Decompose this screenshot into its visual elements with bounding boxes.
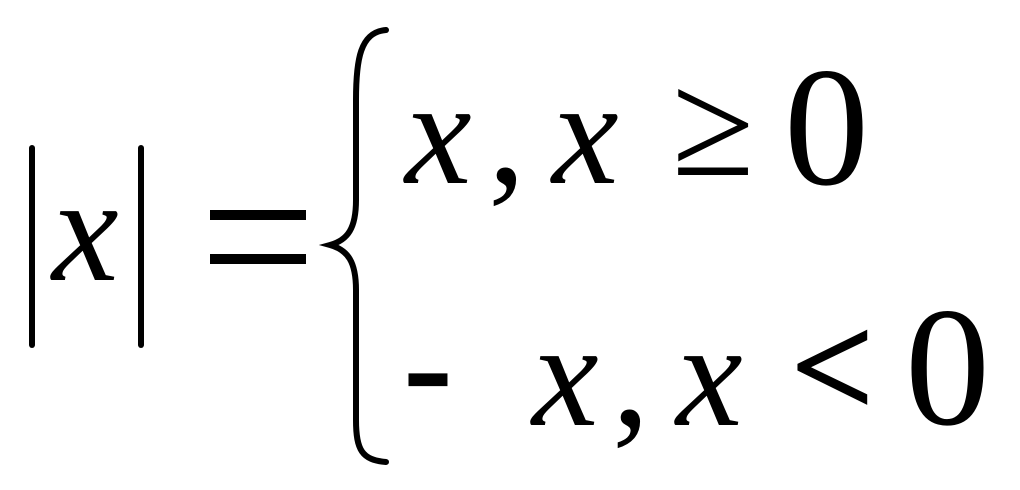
lhs-variable: x	[52, 147, 119, 313]
case-neg-value: 0	[905, 273, 990, 461]
left-brace	[318, 27, 389, 465]
case-neg-sign: -	[403, 282, 453, 448]
case-neg-expr: x	[532, 292, 599, 458]
case-pos-comma: ,	[488, 50, 526, 216]
equals-sign-bottom	[210, 254, 306, 264]
case-neg-comma: ,	[612, 292, 650, 458]
case-neg-cond-var: x	[676, 292, 743, 458]
case-neg-relation: <	[790, 284, 876, 450]
equals-sign-top	[210, 210, 306, 220]
case-pos-cond-var: x	[552, 50, 619, 216]
case-pos-relation: ≥	[672, 42, 755, 208]
case-pos-value: 0	[784, 33, 869, 221]
equals-text: =	[205, 150, 290, 300]
case-pos-expr: x	[405, 50, 472, 216]
